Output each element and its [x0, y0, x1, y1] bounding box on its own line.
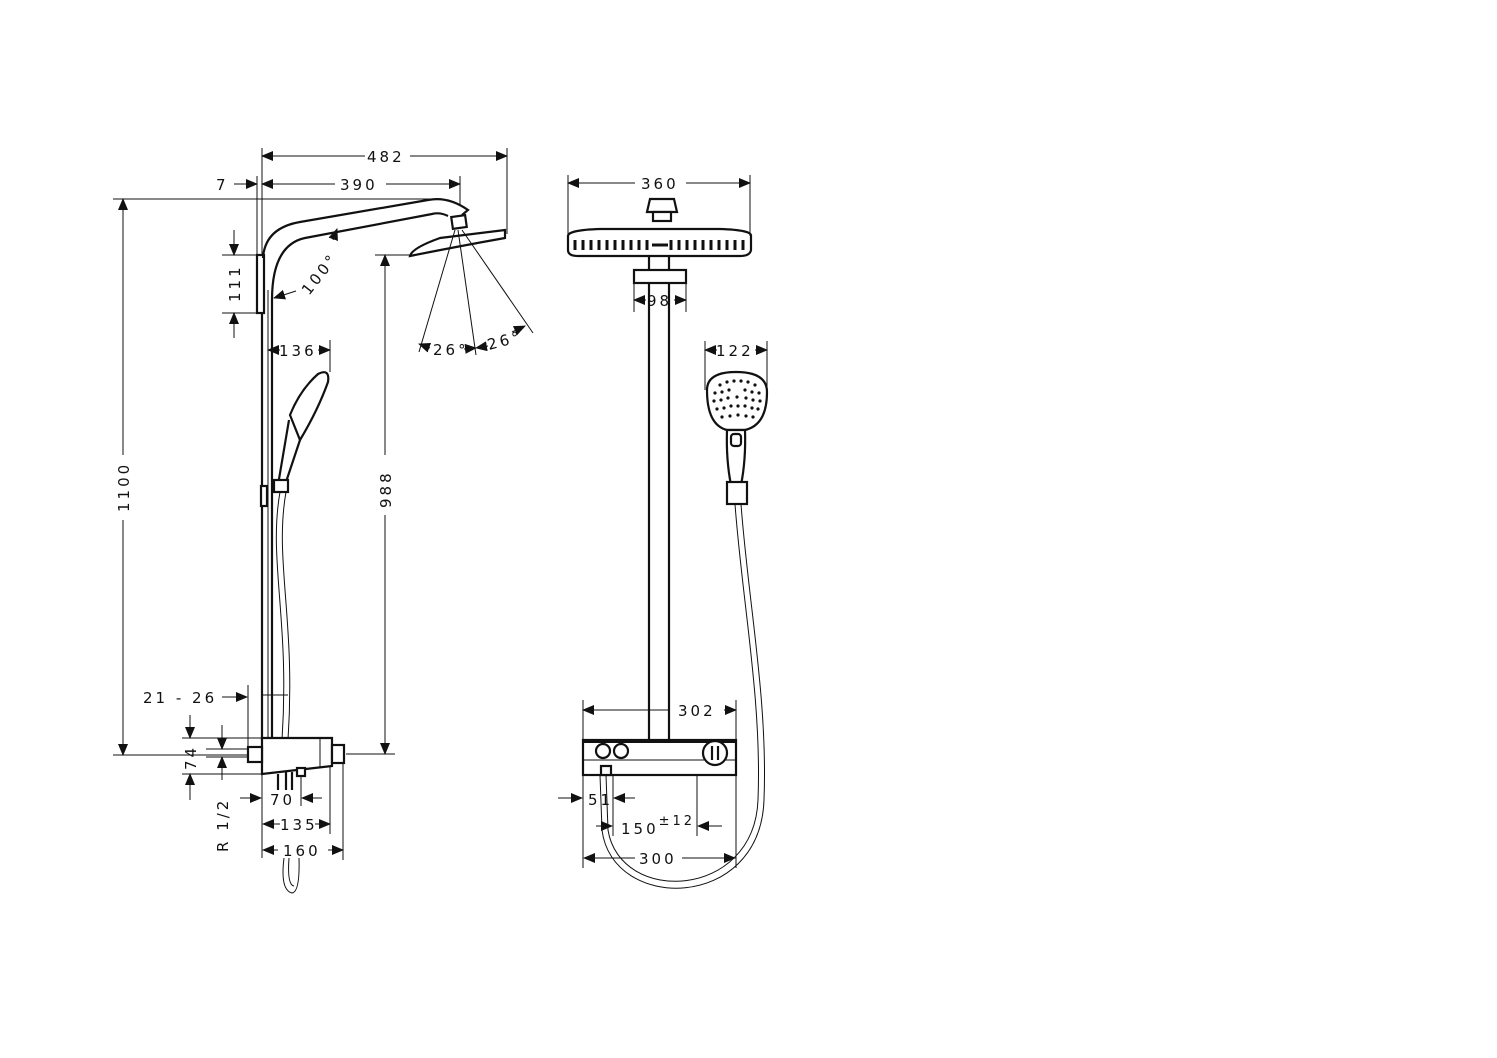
dim-1100: 1100 — [113, 198, 440, 756]
dim-70: 70 — [240, 775, 322, 858]
hose-front — [599, 503, 765, 889]
dim-302: 302 — [582, 700, 737, 740]
dim-150-tolerance: ±12 — [659, 814, 695, 829]
wall-rail — [255, 253, 274, 740]
dim-988-label: 988 — [377, 470, 395, 508]
hand-shower-front — [705, 370, 769, 506]
thermostat-mixer — [246, 736, 346, 790]
overhead-shower-head — [408, 213, 507, 258]
dim-26-right-label: 26° — [485, 327, 524, 354]
dim-7-390: 7 390 — [216, 176, 461, 258]
dim-150: 150±12 — [596, 775, 722, 838]
hose — [275, 491, 300, 894]
dim-111: 111 — [222, 230, 257, 338]
dim-160-label: 160 — [283, 842, 321, 860]
dim-74: 74 R 1/2 — [182, 715, 262, 852]
spray-angle-lines — [418, 229, 534, 356]
dim-51: 51 — [558, 775, 635, 868]
dim-r12-label: R 1/2 — [214, 798, 232, 852]
side-view: 482 7 390 1100 111 100° — [113, 148, 534, 894]
dim-100-degree: 100° — [273, 228, 342, 300]
dim-7-label: 7 — [216, 176, 229, 194]
dim-136: 136 — [267, 340, 331, 372]
dim-21-26-label: 21 - 26 — [143, 689, 217, 707]
dim-26-left-label: 26° — [433, 341, 469, 359]
dim-360-label: 360 — [641, 175, 679, 193]
dim-98-label: 98 — [647, 292, 672, 310]
front-view: 360 98 122 302 51 — [558, 175, 769, 889]
dim-51-label: 51 — [588, 791, 613, 809]
dim-122: 122 — [704, 341, 768, 390]
dim-26-degree: 26° 26° — [418, 325, 526, 359]
nozzle-slots — [573, 240, 745, 250]
dim-98: 98 — [633, 283, 687, 312]
dim-482-label: 482 — [367, 148, 405, 166]
dim-74-label: 74 — [182, 745, 200, 770]
dim-21-26: 21 - 26 — [143, 685, 288, 747]
dim-390-label: 390 — [340, 176, 378, 194]
dim-135-label: 135 — [280, 816, 318, 834]
thermostat-mixer-front — [581, 738, 738, 777]
dim-135-160: 135 160 — [262, 763, 344, 860]
dim-482: 482 — [261, 148, 508, 255]
hand-shower — [272, 371, 330, 494]
dim-150-label: 150±12 — [621, 814, 695, 838]
dim-300-label: 300 — [639, 850, 677, 868]
dim-150-value: 150 — [621, 820, 659, 838]
dim-300: 300 — [583, 775, 737, 868]
overhead-shower-head-front — [566, 197, 753, 258]
nozzle-dots — [712, 379, 762, 419]
dim-136-label: 136 — [279, 342, 317, 360]
dim-360: 360 — [567, 175, 751, 236]
temperature-knob — [701, 739, 729, 767]
riser-pipe — [632, 256, 688, 740]
dim-302-label: 302 — [678, 702, 716, 720]
dim-122-label: 122 — [716, 342, 754, 360]
function-button-1 — [594, 742, 612, 760]
dim-988: 988 — [346, 254, 410, 755]
dim-70-label: 70 — [270, 791, 295, 809]
dim-1100-label: 1100 — [115, 462, 133, 512]
function-button-2 — [612, 742, 630, 760]
dim-111-label: 111 — [226, 264, 244, 302]
dim-100-label: 100° — [298, 249, 342, 298]
